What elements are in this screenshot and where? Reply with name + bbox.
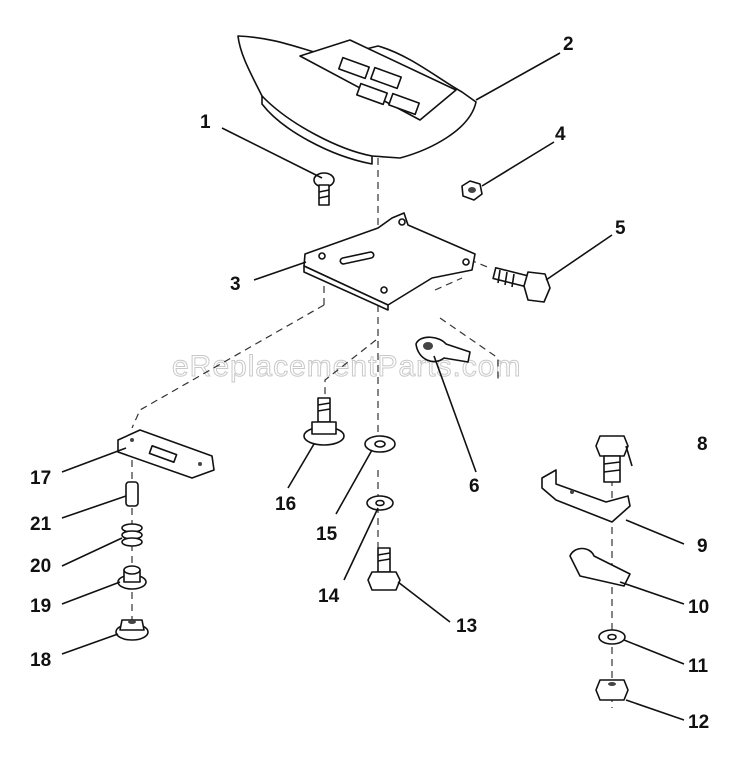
callout-3: 3 bbox=[230, 274, 241, 295]
callout-labels: 1 2 3 4 5 6 8 9 10 11 12 13 14 15 16 17 … bbox=[30, 34, 709, 733]
callout-17: 17 bbox=[30, 468, 51, 489]
callout-19: 19 bbox=[30, 596, 51, 617]
callout-2: 2 bbox=[563, 34, 574, 55]
part-nut-4 bbox=[461, 180, 483, 201]
callout-9: 9 bbox=[697, 536, 708, 557]
part-hex-bolt-8 bbox=[595, 435, 629, 483]
part-flange-nut bbox=[115, 619, 149, 641]
callout-10: 10 bbox=[688, 597, 709, 618]
callout-8: 8 bbox=[697, 434, 708, 455]
callout-15: 15 bbox=[316, 524, 338, 545]
part-shoulder-bolt bbox=[303, 397, 345, 446]
callout-11: 11 bbox=[688, 656, 709, 677]
part-clip-10 bbox=[569, 547, 631, 587]
callout-14: 14 bbox=[318, 586, 340, 607]
callout-16: 16 bbox=[275, 494, 296, 515]
part-spring-bracket bbox=[117, 429, 215, 479]
callout-21: 21 bbox=[30, 514, 52, 535]
callout-5: 5 bbox=[615, 218, 626, 239]
part-seat bbox=[237, 35, 477, 165]
part-nut-12 bbox=[595, 679, 629, 701]
callout-12: 12 bbox=[688, 712, 709, 733]
part-hex-bolt-5 bbox=[492, 266, 551, 303]
callout-20: 20 bbox=[30, 556, 51, 577]
leader-lines bbox=[61, 52, 685, 721]
part-bracket-9 bbox=[541, 469, 631, 523]
part-carriage-bolt bbox=[313, 172, 335, 206]
part-spring bbox=[121, 523, 143, 547]
part-washer-14 bbox=[366, 495, 394, 511]
part-washer-15 bbox=[364, 435, 396, 453]
callout-13: 13 bbox=[456, 616, 477, 637]
part-hex-bolt-13 bbox=[367, 547, 401, 591]
part-spacer bbox=[125, 481, 139, 507]
callout-6: 6 bbox=[469, 476, 480, 497]
callout-1: 1 bbox=[200, 112, 211, 133]
callout-18: 18 bbox=[30, 650, 51, 671]
part-seat-bracket bbox=[303, 212, 476, 311]
callout-4: 4 bbox=[555, 124, 566, 145]
part-bushing bbox=[117, 565, 147, 590]
part-washer-11 bbox=[598, 629, 626, 645]
part-switch-clip bbox=[415, 336, 471, 363]
